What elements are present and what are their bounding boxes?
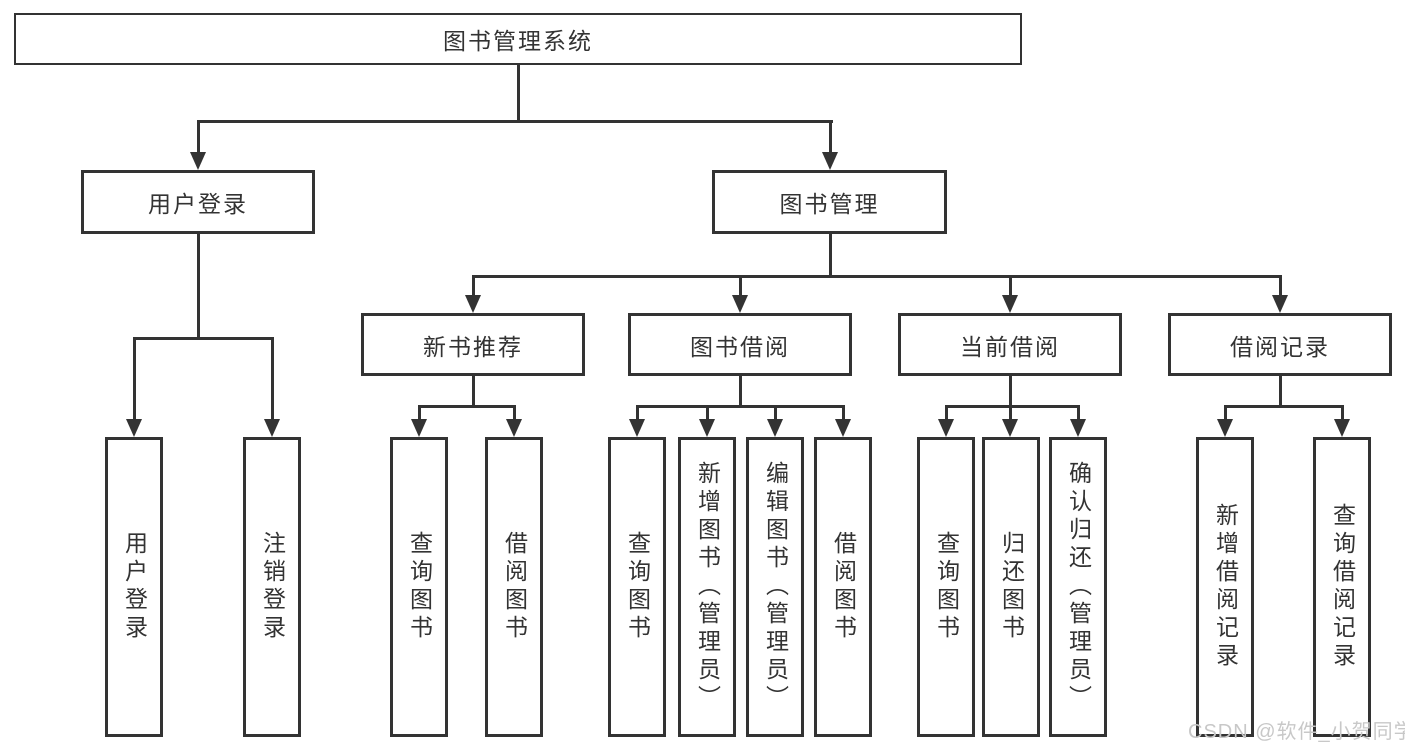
arrowhead-down-icon [699, 419, 715, 437]
leaf-label: 查询图书 [933, 531, 960, 643]
leaf-label: 查询借阅记录 [1329, 503, 1356, 671]
node-label: 当前借阅 [960, 333, 1060, 360]
node-label: 图书借阅 [690, 333, 790, 360]
connector-line [1279, 375, 1282, 407]
connector-line [636, 405, 639, 421]
connector-line [1224, 405, 1344, 408]
arrowhead-down-icon [506, 419, 522, 437]
arrowhead-down-icon [1272, 295, 1288, 313]
arrowhead-down-icon [938, 419, 954, 437]
leaf-query-borrow-record: 查询借阅记录 [1313, 437, 1371, 737]
leaf-borrow-books: 借阅图书 [814, 437, 872, 737]
connector-line [945, 405, 948, 421]
node-label: 图书管理系统 [443, 28, 593, 54]
connector-line [197, 120, 200, 154]
leaf-label: 用户登录 [121, 531, 148, 643]
arrowhead-down-icon [1002, 295, 1018, 313]
connector-line [842, 405, 845, 421]
connector-line [774, 405, 777, 421]
arrowhead-down-icon [822, 152, 838, 170]
connector-line [517, 64, 520, 123]
node-new-book-recommendation: 新书推荐 [361, 313, 585, 376]
connector-line [472, 275, 475, 297]
leaf-query-books-current: 查询图书 [917, 437, 975, 737]
connector-line [133, 337, 274, 340]
connector-line [1224, 405, 1227, 421]
connector-line [829, 234, 832, 277]
node-book-borrowing: 图书借阅 [628, 313, 852, 376]
connector-line [271, 337, 274, 421]
node-book-management: 图书管理 [712, 170, 947, 234]
leaf-label: 确认归还（管理员） [1065, 461, 1092, 713]
connector-line [1009, 405, 1012, 421]
leaf-label: 归还图书 [998, 531, 1025, 643]
leaf-confirm-return-admin: 确认归还（管理员） [1049, 437, 1107, 737]
connector-line [1009, 375, 1012, 407]
arrowhead-down-icon [126, 419, 142, 437]
leaf-label: 注销登录 [259, 531, 286, 643]
csdn-watermark: CSDN @软件_小贺同学 [1188, 721, 1405, 743]
leaf-add-books-admin: 新增图书（管理员） [678, 437, 736, 737]
leaf-label: 查询图书 [406, 531, 433, 643]
connector-line [945, 405, 1080, 408]
arrowhead-down-icon [767, 419, 783, 437]
connector-line [133, 337, 136, 421]
connector-line [197, 120, 833, 123]
node-label: 用户登录 [148, 191, 248, 217]
leaf-label: 查询图书 [624, 531, 651, 643]
connector-line [1279, 275, 1282, 297]
connector-line [739, 375, 742, 407]
arrowhead-down-icon [465, 295, 481, 313]
leaf-label: 新增借阅记录 [1212, 503, 1239, 671]
connector-line [636, 405, 845, 408]
connector-line [418, 405, 421, 421]
arrowhead-down-icon [1002, 419, 1018, 437]
leaf-label: 借阅图书 [501, 531, 528, 643]
leaf-label: 新增图书（管理员） [694, 461, 721, 713]
leaf-return-books: 归还图书 [982, 437, 1040, 737]
arrowhead-down-icon [629, 419, 645, 437]
node-label: 图书管理 [779, 191, 880, 217]
connector-line [1341, 405, 1344, 421]
leaf-add-borrow-record: 新增借阅记录 [1196, 437, 1254, 737]
leaf-user-login: 用户登录 [105, 437, 163, 737]
arrowhead-down-icon [1334, 419, 1350, 437]
node-label: 新书推荐 [423, 333, 523, 360]
node-label: 借阅记录 [1230, 333, 1330, 360]
connector-line [472, 375, 475, 407]
arrowhead-down-icon [835, 419, 851, 437]
leaf-logout: 注销登录 [243, 437, 301, 737]
node-user-login: 用户登录 [81, 170, 315, 234]
arrowhead-down-icon [190, 152, 206, 170]
leaf-query-books-borrow: 查询图书 [608, 437, 666, 737]
connector-line [418, 405, 516, 408]
connector-line [197, 234, 200, 339]
leaf-query-books-recommend: 查询图书 [390, 437, 448, 737]
node-library-management-system: 图书管理系统 [14, 13, 1022, 65]
connector-line [706, 405, 709, 421]
arrowhead-down-icon [264, 419, 280, 437]
connector-line [829, 120, 832, 154]
connector-line [513, 405, 516, 421]
node-borrowing-records: 借阅记录 [1168, 313, 1392, 376]
arrowhead-down-icon [1070, 419, 1086, 437]
leaf-edit-books-admin: 编辑图书（管理员） [746, 437, 804, 737]
connector-line [1009, 275, 1012, 297]
leaf-borrow-books-recommend: 借阅图书 [485, 437, 543, 737]
leaf-label: 借阅图书 [830, 531, 857, 643]
arrowhead-down-icon [732, 295, 748, 313]
arrowhead-down-icon [411, 419, 427, 437]
connector-line [1077, 405, 1080, 421]
connector-line [472, 275, 1282, 278]
node-current-borrowing: 当前借阅 [898, 313, 1122, 376]
connector-line [739, 275, 742, 297]
arrowhead-down-icon [1217, 419, 1233, 437]
leaf-label: 编辑图书（管理员） [762, 461, 789, 713]
